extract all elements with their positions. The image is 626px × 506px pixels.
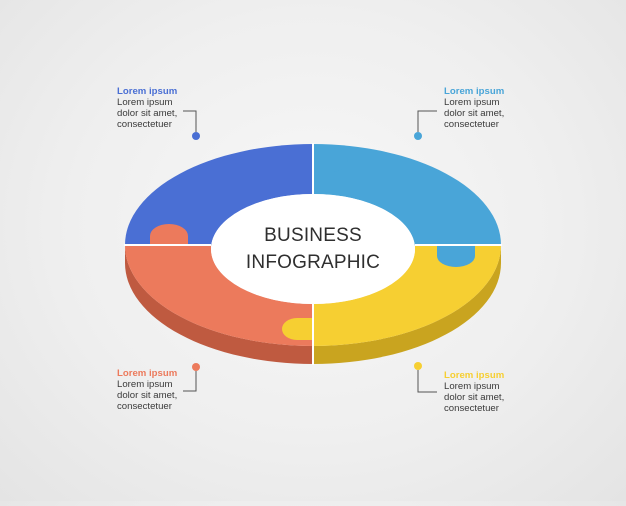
tab-top-right-into-bottom [437,245,475,267]
callout-line: Lorem ipsum [444,97,500,108]
callout-title: Lorem ipsum [117,86,178,97]
callout-line: consectetuer [444,119,499,130]
puzzle-tabs [150,148,475,340]
dot-bottom-left [192,363,200,371]
callout-line: Lorem ipsum [117,97,173,108]
connector-top-left [183,110,197,132]
center-title-line2: INFOGRAPHIC [245,252,381,273]
callout-bottom-right: Lorem ipsum Lorem ipsum dolor sit amet, … [444,370,504,414]
side-wall-left [125,245,313,364]
tab-bottom-left-into-top [150,224,188,245]
dot-bottom-right [414,362,422,370]
connector-top-right [417,110,437,132]
callout-line: consectetuer [444,403,499,414]
tab-top-right-into-left [313,148,348,172]
puzzle-seams [124,143,502,365]
callout-line: consectetuer [117,119,172,130]
connector-bottom-left [183,371,197,392]
callout-top-right: Lorem ipsum Lorem ipsum dolor sit amet, … [444,86,504,130]
connector-bottom-right [417,370,437,393]
callout-line: dolor sit amet, [117,108,178,119]
center-hole [211,194,415,304]
center-title-line1: BUSINESS [264,225,362,246]
callout-line: dolor sit amet, [444,108,505,119]
callout-title: Lorem ipsum [117,368,178,379]
center-title: BUSINESS INFOGRAPHIC [228,222,398,276]
callout-dots [192,132,422,371]
ring-side-wall [125,245,501,364]
callout-title: Lorem ipsum [444,370,505,381]
dot-top-left [192,132,200,140]
callout-line: Lorem ipsum [117,379,173,390]
callout-line: consectetuer [117,401,172,412]
callout-line: Lorem ipsum [444,381,500,392]
callout-title: Lorem ipsum [444,86,505,97]
callout-top-left: Lorem ipsum Lorem ipsum dolor sit amet, … [117,86,177,130]
side-wall-right [313,245,501,364]
tab-bottom-right-into-left [282,318,313,340]
callout-line: dolor sit amet, [444,392,505,403]
dot-top-right [414,132,422,140]
callout-line: dolor sit amet, [117,390,178,401]
callout-bottom-left: Lorem ipsum Lorem ipsum dolor sit amet, … [117,368,177,412]
callout-connectors [183,110,437,393]
